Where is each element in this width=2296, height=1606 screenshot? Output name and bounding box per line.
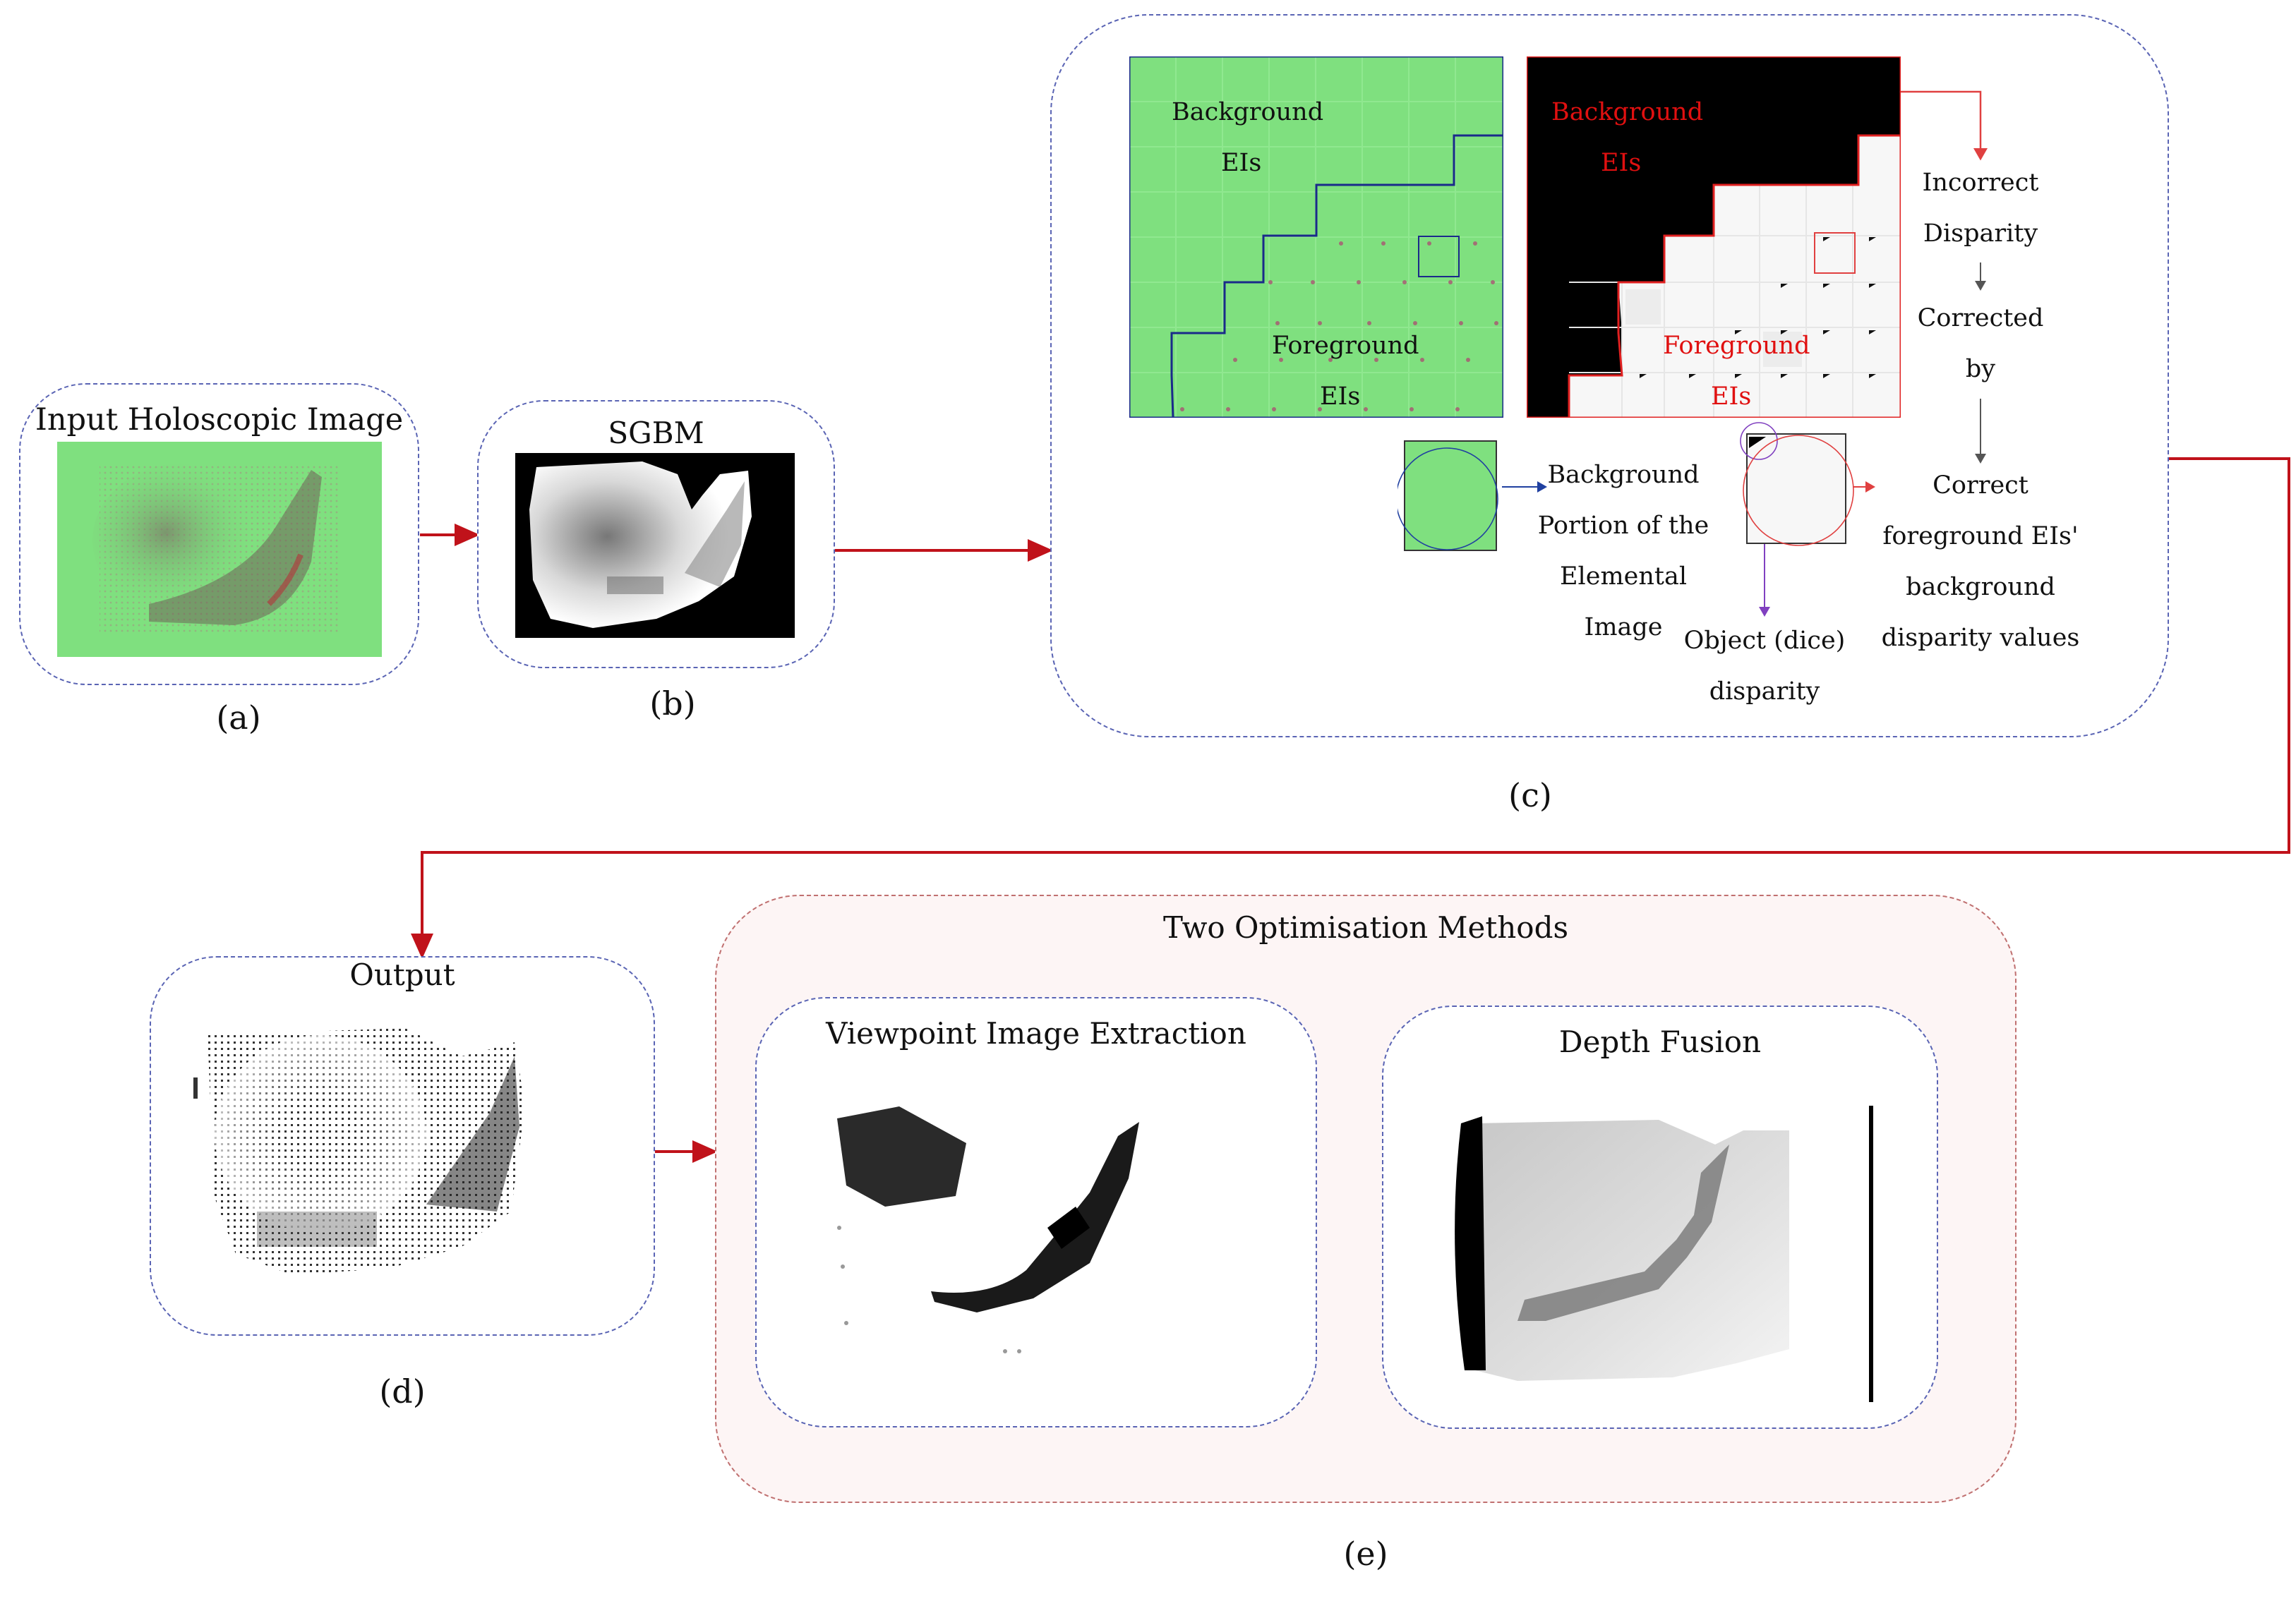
caption-e: (e) bbox=[1343, 1535, 1388, 1573]
black-foreground-label-1: Foreground bbox=[1663, 332, 1810, 360]
panel-input-holoscopic-image: Input Holoscopic Image bbox=[19, 383, 419, 685]
panel-output: Output bbox=[150, 956, 655, 1336]
object-disparity-2: disparity bbox=[1709, 677, 1820, 706]
method-depth-fusion: Depth Fusion bbox=[1382, 1006, 1938, 1429]
black-background-label-2: EIs bbox=[1601, 149, 1642, 177]
bg-portion-4: Image bbox=[1584, 613, 1663, 641]
output-disparity-map bbox=[193, 1028, 525, 1275]
method1-title: Viewpoint Image Extraction bbox=[826, 1016, 1246, 1051]
panel-a-title: Input Holoscopic Image bbox=[35, 402, 404, 437]
zoom-foreground-ei bbox=[1740, 422, 1854, 546]
flow-incorrect: Incorrect bbox=[1922, 169, 2039, 197]
depth-fusion-image bbox=[1433, 1102, 1885, 1406]
caption-c: (c) bbox=[1508, 776, 1552, 814]
caption-b: (b) bbox=[649, 684, 696, 723]
green-foreground-label-1: Foreground bbox=[1272, 332, 1419, 360]
black-ei-grid bbox=[1527, 56, 1901, 418]
holoscopic-image bbox=[57, 442, 382, 657]
flow-disparity: Disparity bbox=[1923, 219, 2038, 248]
flow-disparity-values: disparity values bbox=[1881, 624, 2080, 652]
green-background-label-1: Background bbox=[1172, 98, 1324, 126]
panel-sgbm: SGBM bbox=[477, 400, 835, 668]
panel-b-title: SGBM bbox=[608, 416, 704, 450]
green-foreground-label-2: EIs bbox=[1320, 382, 1361, 411]
bg-portion-1: Background bbox=[1547, 461, 1700, 489]
sgbm-disparity-map bbox=[515, 453, 795, 638]
black-foreground-label-2: EIs bbox=[1711, 382, 1752, 411]
arrow-c-to-d bbox=[411, 457, 2290, 959]
caption-a: (a) bbox=[216, 699, 261, 737]
flow-corrected: Corrected bbox=[1917, 304, 2044, 332]
method2-title: Depth Fusion bbox=[1558, 1025, 1762, 1059]
flow-background: background bbox=[1906, 573, 2055, 601]
method-viewpoint-image-extraction: Viewpoint Image Extraction bbox=[755, 997, 1317, 1427]
caption-d: (d) bbox=[379, 1372, 426, 1411]
green-ei-grid bbox=[1129, 56, 1503, 418]
black-background-label-1: Background bbox=[1551, 98, 1704, 126]
green-background-label-2: EIs bbox=[1221, 149, 1262, 177]
bg-portion-3: Elemental bbox=[1559, 562, 1688, 591]
panel-e-title: Two Optimisation Methods bbox=[1162, 910, 1569, 945]
object-disparity-1: Object (dice) bbox=[1683, 627, 1846, 655]
bg-portion-2: Portion of the bbox=[1537, 512, 1709, 540]
panel-d-title: Output bbox=[349, 958, 455, 992]
flow-foreground-eis: foreground EIs' bbox=[1882, 522, 2079, 550]
flow-correct: Correct bbox=[1933, 471, 2028, 500]
flow-by: by bbox=[1965, 355, 1996, 383]
viewpoint-image bbox=[807, 1087, 1259, 1387]
zoom-background-ei bbox=[1398, 440, 1498, 551]
